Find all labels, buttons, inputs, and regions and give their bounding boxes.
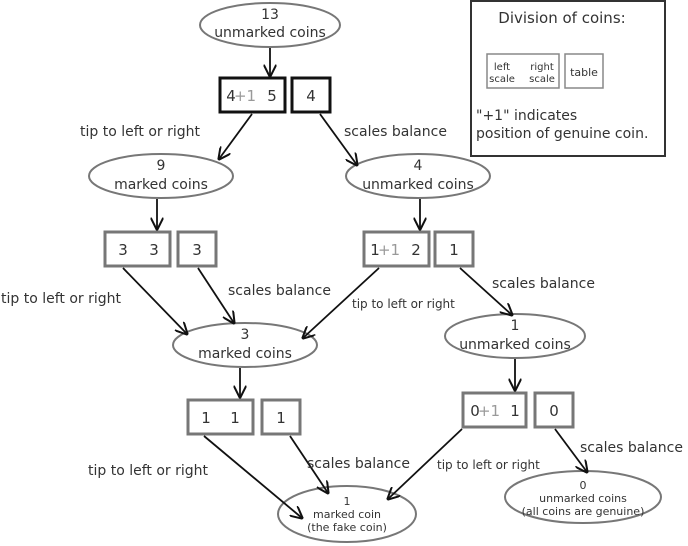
node-right2-ellipse bbox=[444, 313, 586, 359]
node-right1-ellipse bbox=[345, 153, 491, 199]
node-left1-count: 9 bbox=[157, 158, 166, 174]
weighing-2: 3 3 3 bbox=[103, 230, 218, 268]
weighing-3: 1 +1 2 1 bbox=[362, 230, 475, 268]
legend-scale-box bbox=[486, 53, 560, 89]
legend: Division of coins: left scale right scal… bbox=[470, 0, 666, 157]
node-start-label: unmarked coins bbox=[214, 25, 326, 41]
weighing-4-scale-box bbox=[186, 398, 255, 436]
weighing-4-right: 1 bbox=[230, 409, 240, 427]
node-mid2: 3 marked coins bbox=[172, 322, 318, 368]
node-start-ellipse bbox=[199, 2, 341, 48]
weighing-2-scale-box bbox=[103, 230, 172, 268]
node-fake: 1 marked coin (the fake coin) bbox=[277, 485, 417, 543]
node-fake-label: marked coin bbox=[313, 508, 381, 521]
node-right2: 1 unmarked coins bbox=[444, 313, 586, 359]
legend-table-label: table bbox=[570, 66, 598, 79]
label-w1-balance: scales balance bbox=[344, 124, 447, 140]
node-none-count: 0 bbox=[580, 479, 587, 492]
node-mid2-count: 3 bbox=[241, 327, 250, 343]
weighing-2-right: 3 bbox=[149, 241, 159, 259]
arrow-w3-tip bbox=[303, 267, 380, 338]
weighing-1-left: 4 bbox=[226, 87, 236, 105]
weighing-3-table-box bbox=[433, 230, 475, 268]
weighing-4-left: 1 bbox=[201, 409, 211, 427]
label-w3-balance: scales balance bbox=[492, 276, 595, 292]
weighing-2-table-box bbox=[176, 230, 218, 268]
legend-note-line2: position of genuine coin. bbox=[476, 126, 648, 142]
label-w3-tip: tip to left or right bbox=[352, 297, 455, 311]
weighing-1-scale-box bbox=[218, 76, 287, 114]
weighing-5-table-box bbox=[533, 391, 575, 429]
weighing-2-left: 3 bbox=[118, 241, 128, 259]
weighing-1: 4 +1 5 4 bbox=[218, 76, 332, 114]
node-left1-label: marked coins bbox=[114, 177, 208, 193]
label-w4-tip: tip to left or right bbox=[88, 463, 209, 479]
label-w2-balance: scales balance bbox=[228, 283, 331, 299]
weighing-1-table: 4 bbox=[306, 87, 316, 105]
node-right2-label: unmarked coins bbox=[459, 337, 571, 353]
node-fake-count: 1 bbox=[344, 495, 351, 508]
weighing-3-left: 1 bbox=[370, 241, 380, 259]
node-left1: 9 marked coins bbox=[88, 153, 234, 199]
weighing-3-right: 2 bbox=[411, 241, 421, 259]
node-right2-count: 1 bbox=[511, 318, 520, 334]
weighing-4: 1 1 1 bbox=[186, 398, 302, 436]
weighing-2-table: 3 bbox=[192, 241, 202, 259]
weighing-5-plus: +1 bbox=[478, 402, 500, 420]
legend-title: Division of coins: bbox=[498, 9, 625, 27]
edges bbox=[122, 48, 587, 518]
weighing-5-left: 0 bbox=[470, 402, 480, 420]
legend-table-box bbox=[564, 53, 604, 89]
label-w4-balance: scales balance bbox=[307, 456, 410, 472]
arrow-w4-tip bbox=[203, 435, 302, 518]
weighing-4-table-box bbox=[260, 398, 302, 436]
arrow-w5-balance bbox=[554, 428, 587, 472]
node-mid2-ellipse bbox=[172, 322, 318, 368]
node-none: 0 unmarked coins (all coins are genuine) bbox=[504, 470, 662, 524]
node-right1-label: unmarked coins bbox=[362, 177, 474, 193]
weighing-3-scale-box bbox=[362, 230, 431, 268]
weighing-5: 0 +1 1 0 bbox=[461, 391, 575, 429]
label-w5-tip: tip to left or right bbox=[437, 458, 540, 472]
arrow-w4-balance bbox=[289, 435, 328, 493]
weighing-5-table: 0 bbox=[549, 402, 559, 420]
node-fake-ellipse bbox=[277, 485, 417, 543]
node-left1-ellipse bbox=[88, 153, 234, 199]
node-mid2-label: marked coins bbox=[198, 346, 292, 362]
legend-left-scale-line2: scale bbox=[489, 74, 515, 85]
weighing-1-table-box bbox=[290, 76, 332, 114]
weighing-3-table: 1 bbox=[449, 241, 459, 259]
label-w2-tip: tip to left or right bbox=[1, 291, 122, 307]
node-right1: 4 unmarked coins bbox=[345, 153, 491, 199]
weighing-5-right: 1 bbox=[510, 402, 520, 420]
weighing-3-plus: +1 bbox=[378, 241, 400, 259]
node-right1-count: 4 bbox=[414, 158, 423, 174]
label-w1-tip: tip to left or right bbox=[80, 124, 201, 140]
arrow-w5-tip bbox=[388, 428, 463, 499]
arrow-w2-balance bbox=[197, 267, 234, 323]
edge-labels: tip to left or right scales balance tip … bbox=[1, 124, 683, 479]
node-none-label: unmarked coins bbox=[539, 492, 627, 505]
weighing-4-table: 1 bbox=[276, 409, 286, 427]
legend-right-scale-line1: right bbox=[530, 62, 554, 73]
legend-right-scale-line2: scale bbox=[529, 74, 555, 85]
node-fake-note: (the fake coin) bbox=[307, 521, 387, 534]
legend-note-line1: "+1" indicates bbox=[476, 108, 577, 124]
arrow-w2-tip bbox=[122, 267, 187, 334]
node-none-note: (all coins are genuine) bbox=[522, 505, 645, 518]
arrow-w1-balance bbox=[319, 113, 357, 165]
node-start-count: 13 bbox=[261, 7, 279, 23]
legend-left-scale-line1: left bbox=[494, 62, 510, 73]
weighing-1-right: 5 bbox=[267, 87, 277, 105]
arrow-w1-tip bbox=[219, 113, 253, 159]
node-start: 13 unmarked coins bbox=[199, 2, 341, 48]
weighing-1-plus: +1 bbox=[234, 87, 256, 105]
arrow-w3-balance bbox=[459, 267, 512, 315]
label-w5-balance: scales balance bbox=[580, 440, 683, 456]
weighing-5-scale-box bbox=[461, 391, 528, 429]
